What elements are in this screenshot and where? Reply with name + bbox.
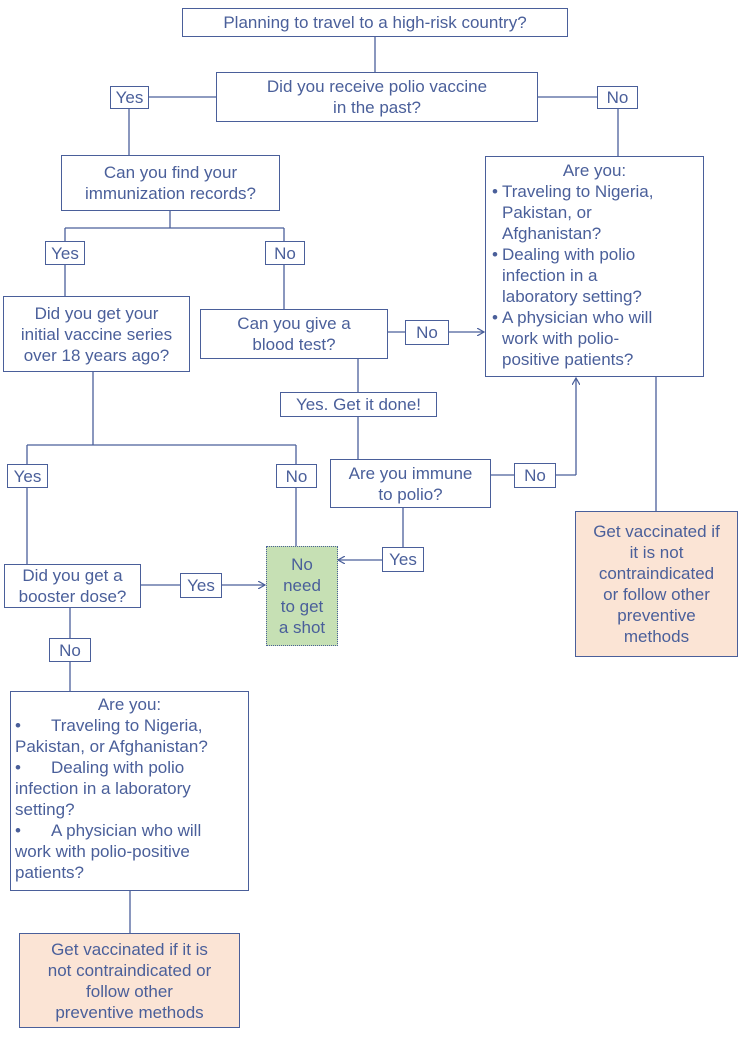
risk-item-line: work with polio- [502,329,620,348]
vaccinate-line: methods [623,627,690,646]
yes-get-it-done-label: Yes. Get it done! [280,392,437,417]
risk-item-line: work with polio-positive [15,842,190,861]
risk-item-laboratory: • Dealing with polio infection in a labo… [492,244,697,307]
booster-question-box: Did you get a booster dose? [4,564,141,608]
get-it-done-text: Yes. Get it done! [295,395,422,414]
no-label-text: No [59,640,81,660]
no-label-text: No [274,243,296,263]
vaccinate-line: preventive methods [55,1002,204,1022]
get-vaccinated-box-right: Get vaccinated if it is not contraindica… [575,511,738,657]
vaccinate-line: preventive [617,606,696,625]
risk-item-line: Traveling to Nigeria, [502,182,654,201]
initial-series-question-line: initial vaccine series [20,324,173,344]
past-vaccine-question-box: Did you receive polio vaccine in the pas… [216,72,538,122]
yes-label-text: Yes [51,243,79,263]
risk-item-physician: • A physician who will work with polio- … [492,307,697,370]
risk-item-travel: • Traveling to Nigeria, [15,715,244,736]
booster-question-line: Did you get a [22,566,123,585]
vaccinate-line: Get vaccinated if it is [51,939,208,959]
records-question-line: Can you find your [103,163,238,182]
yes-label-text: Yes [115,88,144,107]
no-label-immune: No [514,463,556,488]
risk-item-line: setting? [15,800,75,819]
risk-item-travel: • Traveling to Nigeria, Pakistan, or Afg… [492,181,697,244]
risk-item-line: laboratory setting? [502,287,642,306]
yes-label-past-vaccine: Yes [110,86,149,109]
records-question-box: Can you find your immunization records? [61,155,280,211]
risk-item-line: A physician who will [502,308,653,327]
past-vaccine-question-line: in the past? [333,98,421,117]
vaccinate-line: not contraindicated or [47,960,212,980]
no-label-text: No [524,466,546,485]
immune-question-line: Are you immune [348,463,473,483]
no-label-text: No [606,88,629,107]
bullet-icon: • [492,308,498,327]
risk-item-line: Afghanistan? [502,224,602,243]
risk-item-line: patients? [15,863,84,882]
records-question-line: immunization records? [84,184,256,203]
immune-question-line: to polio? [378,484,443,504]
blood-test-question-line: Can you give a [237,314,351,333]
risk-item-line: infection in a [502,266,598,285]
yes-label-text: Yes [187,576,215,595]
no-label-series: No [276,464,317,488]
no-label-records: No [265,241,305,265]
yes-label-series: Yes [7,464,48,488]
risk-item-physician: • A physician who will [15,820,244,841]
no-need-line: No [291,555,313,574]
bullet-icon: • [492,245,498,264]
no-need-shot-box: No need to get a shot [266,546,338,646]
risk-item-line: Dealing with polio [51,758,185,777]
risk-question-box-right: Are you: • Traveling to Nigeria, Pakista… [485,156,704,377]
bullet-icon: • [15,716,21,735]
risk-item-line: Dealing with polio [502,245,636,264]
vaccinate-line: follow other [86,981,173,1001]
risk-item-line: positive patients? [502,350,634,369]
immune-question-box: Are you immune to polio? [330,459,491,508]
no-need-line: need [283,576,321,595]
bullet-icon: • [492,182,498,201]
no-need-line: a shot [278,618,326,637]
start-question-text: Planning to travel to a high-risk countr… [223,13,527,32]
risk-question-title: Are you: [97,695,162,714]
no-label-text: No [416,323,438,342]
yes-label-booster: Yes [180,573,222,598]
no-label-past-vaccine: No [597,86,638,109]
risk-item-line: Traveling to Nigeria, [51,716,203,735]
risk-item-line: Pakistan, or Afghanistan? [15,737,208,756]
risk-question-title: Are you: [562,161,627,180]
start-question-box: Planning to travel to a high-risk countr… [182,8,568,37]
booster-question-line: booster dose? [18,587,127,606]
vaccinate-line: Get vaccinated if [593,522,720,541]
vaccinate-line: contraindicated [598,564,715,583]
initial-series-question-line: over 18 years ago? [23,345,170,365]
bullet-icon: • [15,758,21,777]
past-vaccine-question-line: Did you receive polio vaccine [266,77,488,96]
risk-item-line: infection in a laboratory [15,779,191,798]
no-label-text: No [285,466,308,486]
yes-label-text: Yes [13,466,42,486]
risk-item-line: A physician who will [51,821,202,840]
initial-series-question-line: Did you get your [34,303,159,323]
vaccinate-line: it is not [629,543,684,562]
no-label-booster: No [49,638,91,662]
risk-item-line: Pakistan, or [502,203,592,222]
yes-label-text: Yes [389,550,417,569]
yes-label-records: Yes [45,241,85,265]
yes-label-immune: Yes [382,547,424,572]
vaccinate-line: or follow other [603,585,710,604]
no-need-line: to get [280,597,324,616]
get-vaccinated-box-left: Get vaccinated if it is not contraindica… [19,933,240,1028]
blood-test-question-line: blood test? [252,335,336,354]
blood-test-question-box: Can you give a blood test? [200,309,388,359]
no-label-blood-test: No [405,320,449,345]
risk-item-laboratory: • Dealing with polio [15,757,244,778]
bullet-icon: • [15,821,21,840]
initial-series-question-box: Did you get your initial vaccine series … [3,296,190,372]
risk-question-box-left: Are you: • Traveling to Nigeria, Pakista… [10,691,249,891]
